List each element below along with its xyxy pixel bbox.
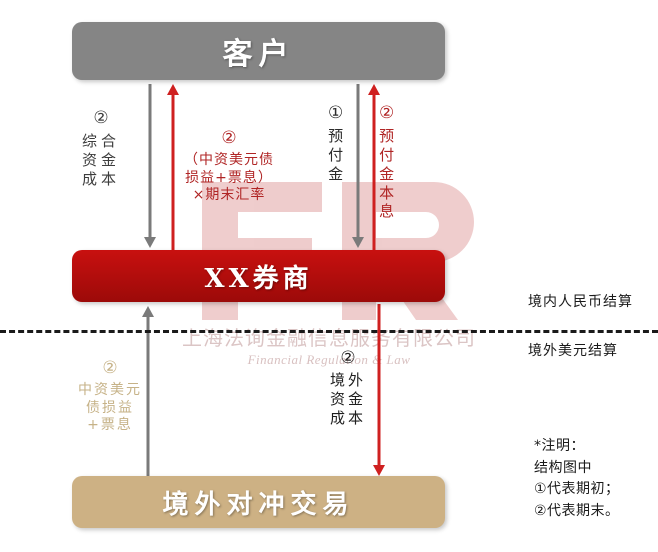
- label-offshore-cost: ② 境外 资金 成本: [330, 348, 366, 428]
- label-offshore-settlement: 境外美元结算: [528, 343, 618, 359]
- label-prepay-pi-line-1: 付: [379, 146, 395, 164]
- arrow-funding-cost: [143, 84, 157, 248]
- label-prepay-pi-marker: ②: [379, 103, 395, 123]
- label-bond-pl-marker: ②: [102, 358, 118, 378]
- label-prepay-pi-line-4: 息: [379, 202, 395, 221]
- onshore-offshore-divider: [0, 330, 658, 333]
- label-offshore-cost-line-0: 境外: [330, 371, 367, 390]
- node-client[interactable]: 客户: [72, 22, 445, 80]
- arrow-offshore-cost: [372, 304, 386, 476]
- label-prepay-pi-line-2: 金: [379, 164, 395, 183]
- label-prepay-line-0: 预: [328, 127, 344, 146]
- label-bond-pl-fx-marker: ②: [221, 128, 237, 148]
- label-offshore-cost-marker: ②: [340, 348, 356, 368]
- label-bond-pl-fx: ② （中资美元债 损益+票息） ×期末汇率: [184, 128, 274, 205]
- label-prepay-pi-line-3: 本: [379, 183, 395, 202]
- node-broker[interactable]: XX券商: [72, 250, 445, 302]
- label-funding-cost-line-1: 资金: [82, 151, 121, 169]
- label-prepay: ① 预 付 金: [328, 103, 343, 184]
- node-client-label: 客户: [222, 37, 295, 72]
- label-offshore-cost-line-1: 资金: [330, 390, 367, 408]
- label-bond-pl-line-1: 债损益: [86, 399, 134, 416]
- diagram-note-line-3: ②代表期末。: [534, 503, 620, 520]
- label-funding-cost: ② 综合 资金 成本: [82, 108, 120, 189]
- label-bond-pl-line-0: 中资美元: [78, 382, 142, 399]
- label-funding-cost-line-2: 成本: [82, 169, 121, 188]
- arrow-bond-pl: [141, 306, 155, 476]
- arrow-prepay: [351, 84, 365, 248]
- label-prepay-line-2: 金: [328, 164, 344, 183]
- arrow-bond-pl-fx: [166, 84, 180, 250]
- label-funding-cost-marker: ②: [93, 108, 109, 128]
- label-offshore-cost-line-2: 成本: [330, 408, 367, 427]
- label-funding-cost-line-0: 综合: [82, 132, 121, 151]
- diagram-note-line-0: *注明：: [534, 438, 585, 454]
- diagram-note: *注明： 结构图中 ①代表期初； ②代表期末。: [534, 436, 620, 523]
- node-offshore-hedge-label: 境外对冲交易: [162, 489, 355, 520]
- label-bond-pl-fx-line-2: ×期末汇率: [192, 187, 266, 204]
- label-bond-pl-fx-line-0: （中资美元债: [184, 152, 274, 169]
- diagram-note-line-2: ①代表期初；: [534, 481, 620, 498]
- node-offshore-hedge[interactable]: 境外对冲交易: [72, 476, 445, 528]
- label-prepay-principal-interest: ② 预 付 金 本 息: [379, 103, 394, 221]
- diagram-note-line-1: 结构图中: [534, 459, 592, 476]
- label-onshore-settlement: 境内人民币结算: [528, 294, 633, 310]
- label-prepay-marker: ①: [328, 103, 344, 123]
- node-broker-label: XX券商: [204, 263, 313, 294]
- label-bond-pl-line-2: +票息: [87, 417, 133, 434]
- label-prepay-line-1: 付: [328, 146, 344, 164]
- label-bond-pl-fx-line-1: 损益+票息）: [185, 169, 273, 186]
- label-prepay-pi-line-0: 预: [379, 127, 395, 146]
- arrow-prepay-principal-interest: [367, 84, 381, 250]
- label-bond-pl: ② 中资美元 债损益 +票息: [78, 358, 142, 435]
